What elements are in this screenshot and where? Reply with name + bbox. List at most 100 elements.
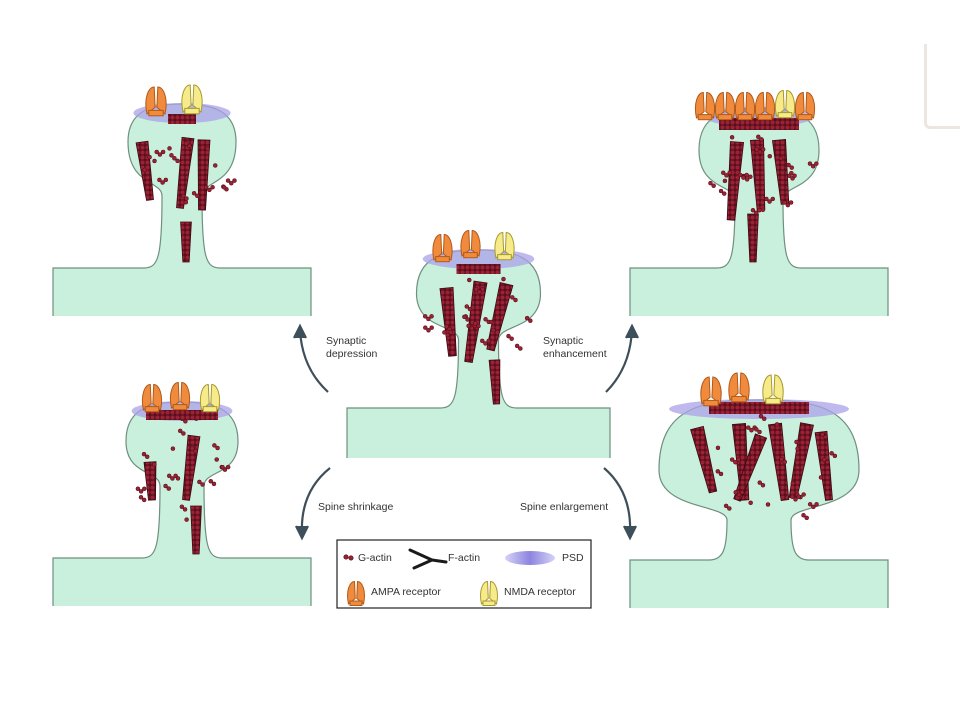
legend-g-actin: G-actin bbox=[358, 552, 392, 564]
g-actin bbox=[528, 318, 533, 323]
g-actin bbox=[722, 178, 728, 184]
arrow-enlargement-head bbox=[623, 525, 637, 541]
g-actin bbox=[767, 199, 772, 204]
g-actin bbox=[205, 146, 210, 152]
g-actin bbox=[807, 502, 813, 507]
ampa-receptor-icon bbox=[460, 229, 481, 259]
legend-psd: PSD bbox=[562, 552, 584, 564]
g-actin bbox=[181, 193, 186, 199]
g-actin bbox=[138, 495, 144, 500]
arrow-shrinkage-head bbox=[295, 525, 309, 541]
g-actin bbox=[225, 464, 231, 470]
g-actin bbox=[774, 422, 780, 427]
g-actin bbox=[514, 343, 520, 349]
arrow-enhancement bbox=[605, 329, 634, 393]
label-spine-enlargement: Spine enlargement bbox=[520, 501, 608, 513]
label-synaptic-enhancement-2: enhancement bbox=[543, 348, 607, 360]
g-actin bbox=[191, 190, 197, 196]
g-actin bbox=[448, 330, 454, 335]
spine-panel-depression bbox=[52, 84, 312, 316]
g-actin bbox=[211, 481, 217, 487]
g-actin bbox=[736, 492, 742, 498]
g-actin bbox=[135, 486, 141, 492]
g-actin bbox=[189, 446, 195, 451]
g-actin bbox=[765, 502, 771, 507]
g-actin bbox=[711, 183, 716, 189]
g-actin bbox=[142, 486, 147, 492]
g-actin bbox=[160, 180, 165, 185]
g-actin bbox=[225, 178, 231, 183]
g-actin bbox=[220, 464, 225, 470]
f-actin-filament bbox=[190, 505, 202, 555]
spine-panel-center bbox=[346, 229, 611, 458]
g-actin bbox=[456, 264, 501, 274]
g-actin bbox=[733, 490, 738, 495]
g-actin bbox=[426, 328, 431, 333]
g-actin bbox=[733, 459, 738, 465]
arrow-depression-head bbox=[293, 323, 307, 339]
g-actin bbox=[212, 443, 217, 448]
g-actin bbox=[723, 503, 729, 509]
g-actin bbox=[462, 314, 467, 320]
g-actin bbox=[203, 185, 209, 190]
spine-panel-enlargement bbox=[629, 372, 889, 608]
g-actin bbox=[760, 147, 766, 152]
psd-icon bbox=[505, 551, 555, 565]
g-actin bbox=[786, 162, 791, 168]
g-actin bbox=[754, 427, 759, 432]
f-actin-filament bbox=[180, 221, 192, 263]
ampa-receptor-icon bbox=[754, 91, 776, 121]
g-actin bbox=[744, 172, 749, 178]
arrow-enhancement-head bbox=[625, 323, 639, 339]
g-actin bbox=[212, 163, 218, 168]
g-actin bbox=[715, 445, 721, 451]
g-actin bbox=[429, 314, 434, 319]
arrows bbox=[293, 323, 639, 541]
g-actin bbox=[426, 316, 431, 322]
g-actin bbox=[467, 306, 473, 312]
g-actin bbox=[184, 517, 189, 522]
g-actin bbox=[759, 137, 764, 142]
g-actin bbox=[147, 154, 152, 160]
g-actin bbox=[795, 446, 800, 452]
g-actin bbox=[179, 504, 185, 510]
g-actin bbox=[172, 156, 177, 161]
legend-box bbox=[336, 539, 592, 609]
g-actin bbox=[510, 295, 515, 300]
g-actin bbox=[708, 180, 713, 186]
g-actin bbox=[491, 327, 496, 333]
g-actin bbox=[169, 153, 174, 158]
g-actin bbox=[729, 135, 735, 140]
g-actin bbox=[524, 315, 530, 321]
g-actin bbox=[757, 149, 763, 155]
g-actin bbox=[811, 504, 816, 510]
f-actin-filament bbox=[733, 433, 768, 502]
g-actin bbox=[177, 428, 183, 434]
g-actin bbox=[796, 494, 801, 499]
g-actin bbox=[170, 446, 176, 451]
g-actin bbox=[745, 425, 751, 430]
g-actin bbox=[197, 479, 202, 485]
g-actin bbox=[754, 147, 760, 152]
nmda-receptor-icon bbox=[494, 231, 515, 261]
g-actin bbox=[214, 457, 219, 462]
nmda-receptor-icon bbox=[762, 374, 784, 405]
g-actin bbox=[167, 146, 172, 151]
g-actin bbox=[138, 489, 144, 494]
g-actin bbox=[720, 170, 726, 176]
g-actin bbox=[154, 149, 159, 155]
g-actin bbox=[748, 500, 753, 506]
g-actin bbox=[719, 118, 799, 130]
g-actin bbox=[473, 321, 478, 326]
g-actin bbox=[166, 486, 172, 491]
g-actin bbox=[744, 177, 750, 182]
g-actin bbox=[727, 170, 732, 176]
g-actin bbox=[793, 497, 798, 502]
arrow-depression bbox=[298, 329, 329, 393]
g-actin bbox=[736, 457, 741, 462]
f-actin-filament bbox=[197, 139, 211, 211]
g-actin bbox=[483, 341, 488, 346]
g-actin bbox=[814, 502, 819, 507]
g-actin bbox=[767, 153, 773, 159]
nmda-receptor-icon bbox=[199, 383, 221, 413]
